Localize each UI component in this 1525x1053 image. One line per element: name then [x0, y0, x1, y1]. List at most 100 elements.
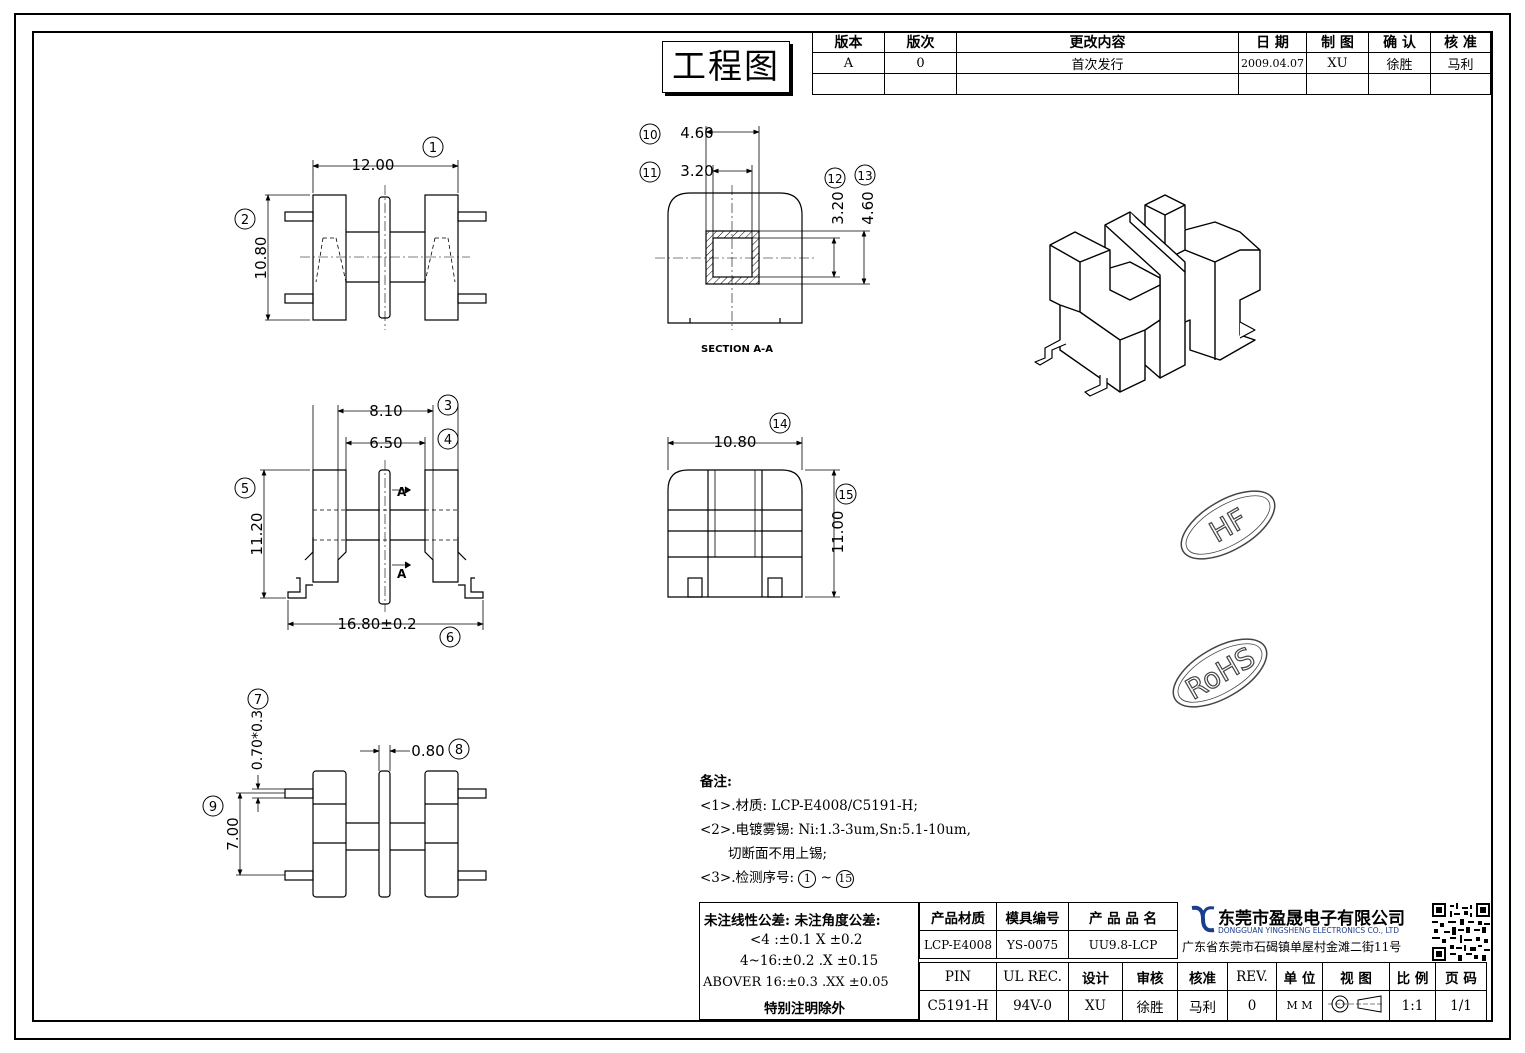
dim-bottom-pin: 0.70*0.3	[250, 710, 266, 770]
tolerance-footer: 特别注明除外	[764, 1001, 845, 1017]
dim-top-height: 10.80	[252, 237, 270, 280]
dim-section-inner: 3.20	[680, 162, 713, 180]
tb-value-pin: C5191-H	[919, 990, 997, 1021]
dim-side-height: 11.00	[829, 511, 847, 554]
drawing-border-outer	[14, 13, 1511, 1040]
svg-text:10: 10	[642, 128, 657, 142]
rev-header-version: 版本	[812, 31, 885, 53]
note-plating-cont: 切断面不用上锡;	[728, 846, 828, 862]
callout-13: 13	[854, 164, 876, 186]
svg-text:15: 15	[838, 488, 853, 502]
svg-text:7: 7	[254, 693, 262, 708]
dim-front-inner: 6.50	[369, 434, 402, 452]
dim-bottom-flange: 0.80	[411, 742, 444, 760]
tb-value-product: UU9.8-LCP	[1068, 930, 1178, 959]
drawing-title-stamp: 工程图	[662, 41, 790, 93]
tb-label-design: 设计	[1068, 962, 1123, 991]
tb-value-view	[1322, 990, 1390, 1021]
dim-front-overall: 16.80±0.2	[337, 615, 416, 633]
svg-text:8: 8	[455, 743, 463, 758]
bottom-view	[236, 745, 487, 898]
dim-front-height: 11.20	[248, 513, 266, 556]
svg-text:14: 14	[772, 417, 787, 431]
callout-15: 15	[835, 483, 857, 505]
dim-section-outer: 4.60	[680, 124, 713, 142]
note-inspection: <3>.检测序号: 1 ~ 15	[700, 866, 971, 890]
note-inspection-start: 1	[798, 869, 817, 888]
tolerance-row-2: 4~16:±0.2 .X ±0.15	[740, 953, 879, 969]
tb-label-rev: REV.	[1227, 962, 1277, 991]
callout-12: 12	[824, 167, 846, 189]
dim-side-width: 10.80	[714, 433, 757, 451]
tb-value-rev: 0	[1227, 990, 1277, 1021]
company-name-en: DONGGUAN YINGSHENG ELECTRONICS CO., LTD	[1218, 926, 1399, 935]
rev-header-confirm: 确 认	[1368, 31, 1431, 53]
tb-label-page: 页 码	[1435, 962, 1487, 991]
svg-text:13: 13	[857, 169, 872, 183]
callout-6: 6	[439, 626, 461, 648]
side-view	[667, 437, 840, 598]
hf-stamp: HF	[1180, 490, 1276, 560]
svg-text:4: 4	[444, 433, 452, 448]
tb-value-approve: 马利	[1177, 990, 1228, 1021]
callout-8: 8	[448, 738, 470, 760]
third-angle-projection-icon	[1328, 994, 1384, 1013]
tolerance-header: 未注线性公差: 未注角度公差:	[704, 913, 881, 929]
svg-text:HF: HF	[1204, 502, 1253, 549]
drawing-border-inner	[32, 31, 1493, 1022]
note-inspection-sep: ~	[820, 870, 832, 886]
svg-text:5: 5	[241, 482, 249, 497]
svg-text:2: 2	[241, 213, 249, 228]
rev-cell-date: 2009.04.07	[1238, 52, 1307, 74]
svg-text:1: 1	[429, 141, 437, 156]
tb-value-scale: 1:1	[1389, 990, 1436, 1021]
tb-value-design: XU	[1068, 990, 1123, 1021]
tb-value-mold: YS-0075	[996, 930, 1069, 959]
company-address: 广东省东莞市石碣镇单屋村金滩二街11号	[1182, 940, 1402, 954]
company-logo-icon	[1191, 905, 1215, 933]
tolerance-row-1: <4 :±0.1 X ±0.2	[750, 932, 863, 948]
tb-label-approve: 核准	[1177, 962, 1228, 991]
tb-label-pin: PIN	[919, 962, 997, 991]
tb-label-review: 审核	[1122, 962, 1178, 991]
isometric-view	[1034, 194, 1261, 397]
rohs-stamp: RoHS	[1172, 638, 1268, 708]
callout-1: 1	[422, 136, 444, 158]
tb-label-mold: 模具编号	[996, 902, 1069, 931]
note-inspection-label: <3>.检测序号:	[700, 870, 795, 886]
notes-block: 备注: <1>.材质: LCP-E4008/C5191-H; <2>.电镀雾锡:…	[700, 770, 971, 890]
qr-code-icon	[1432, 903, 1490, 961]
rev-cell-empty	[1430, 73, 1491, 95]
tb-value-material: LCP-E4008	[919, 930, 997, 959]
revision-table: 版本 版次 更改内容 日 期 制 图 确 认 核 准 A 0 首次发行 2009…	[812, 31, 1491, 95]
tb-label-ul: UL REC.	[996, 962, 1069, 991]
callout-2: 2	[234, 208, 256, 230]
note-inspection-end: 15	[836, 869, 855, 888]
tb-label-material: 产品材质	[919, 902, 997, 931]
title-block-bottom: PIN UL REC. 设计 审核 核准 REV. 单 位 视 图 比 例 页 …	[919, 962, 1487, 1021]
tb-value-ul: 94V-0	[996, 990, 1069, 1021]
section-mark-bottom: A	[397, 567, 407, 581]
top-view	[265, 160, 487, 330]
section-mark-top: A	[397, 485, 407, 499]
svg-text:11: 11	[642, 166, 657, 180]
note-plating: <2>.电镀雾锡: Ni:1.3-3um,Sn:5.1-10um,	[700, 822, 971, 838]
callout-11: 11	[639, 161, 661, 183]
section-label: SECTION A-A	[701, 344, 773, 355]
callout-10: 10	[639, 123, 661, 145]
tb-label-scale: 比 例	[1389, 962, 1436, 991]
tb-label-view: 视 图	[1322, 962, 1390, 991]
tb-label-unit: 单 位	[1276, 962, 1323, 991]
tb-value-page: 1/1	[1435, 990, 1487, 1021]
dim-section-inner-v: 3.20	[829, 191, 847, 224]
callout-9: 9	[202, 795, 224, 817]
dim-section-outer-v: 4.60	[859, 191, 877, 224]
front-view	[260, 405, 484, 630]
company-name: 东莞市盈晟电子有限公司	[1218, 909, 1405, 929]
svg-text:12: 12	[827, 172, 842, 186]
dim-top-width: 12.00	[352, 156, 395, 174]
rev-cell-change: 首次发行	[956, 52, 1239, 74]
callout-7: 7	[247, 688, 269, 710]
dim-front-flange: 8.10	[369, 402, 402, 420]
